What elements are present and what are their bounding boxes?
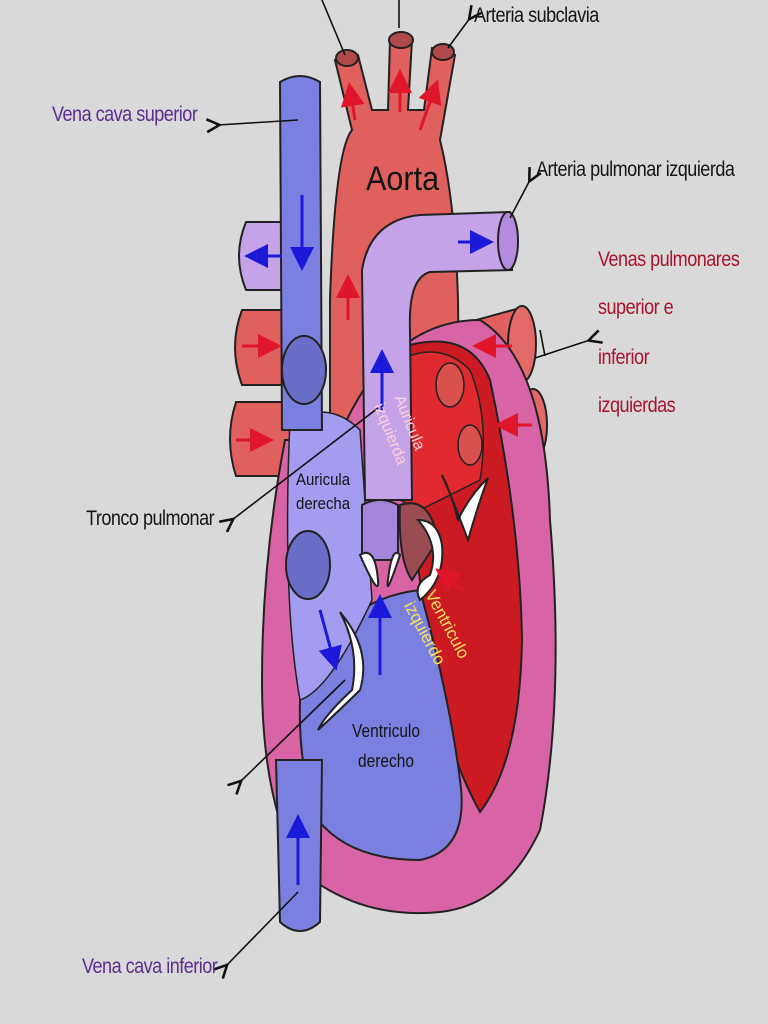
ivc-opening bbox=[285, 530, 331, 600]
oxygenated-flow-arrows bbox=[236, 69, 532, 593]
label-auricula-derecha: Auricula derecha bbox=[296, 468, 350, 516]
label-arteria-subclavia: Arteria subclavia bbox=[474, 4, 599, 27]
label-tronco-pulmonar: Tronco pulmonar bbox=[86, 507, 215, 530]
label-arteria-pulmonar-izquierda: Arteria pulmonar izquierda bbox=[536, 158, 735, 181]
label-venas-pulmonares-4: izquierdas bbox=[598, 394, 676, 417]
label-venas-pulmonares-1: Venas pulmonares bbox=[598, 248, 740, 271]
pulmonary-vein-opening-lower bbox=[457, 424, 483, 466]
pulmonary-trunk bbox=[360, 210, 514, 501]
label-aorta: Aorta bbox=[366, 160, 440, 198]
label-ventriculo-derecho-line1: Ventriculo bbox=[352, 721, 420, 741]
pulmonary-valve bbox=[358, 499, 402, 587]
mitral-valve bbox=[441, 474, 489, 544]
label-venas-pulmonares-3: inferior bbox=[598, 346, 650, 369]
label-vena-cava-inferior: Vena cava inferior bbox=[82, 955, 218, 978]
label-venas-pulmonares-2: superior e bbox=[598, 296, 674, 319]
label-ventriculo-derecho-line2: derecho bbox=[358, 751, 414, 771]
label-ventriculo-derecho: Ventriculo derecho bbox=[352, 716, 420, 776]
svc-opening bbox=[281, 335, 327, 405]
tricuspid-valve bbox=[317, 611, 365, 731]
pulmonary-vein-opening-upper bbox=[435, 362, 465, 408]
label-auricula-derecha-line2: derecha bbox=[296, 494, 351, 513]
label-vena-cava-superior: Vena cava superior bbox=[52, 103, 198, 126]
leader-lines bbox=[218, 0, 590, 966]
deoxygenated-flow-arrows bbox=[244, 195, 494, 885]
label-auricula-derecha-line1: Auricula bbox=[296, 470, 351, 489]
pulmonary-artery-opening bbox=[497, 211, 519, 271]
